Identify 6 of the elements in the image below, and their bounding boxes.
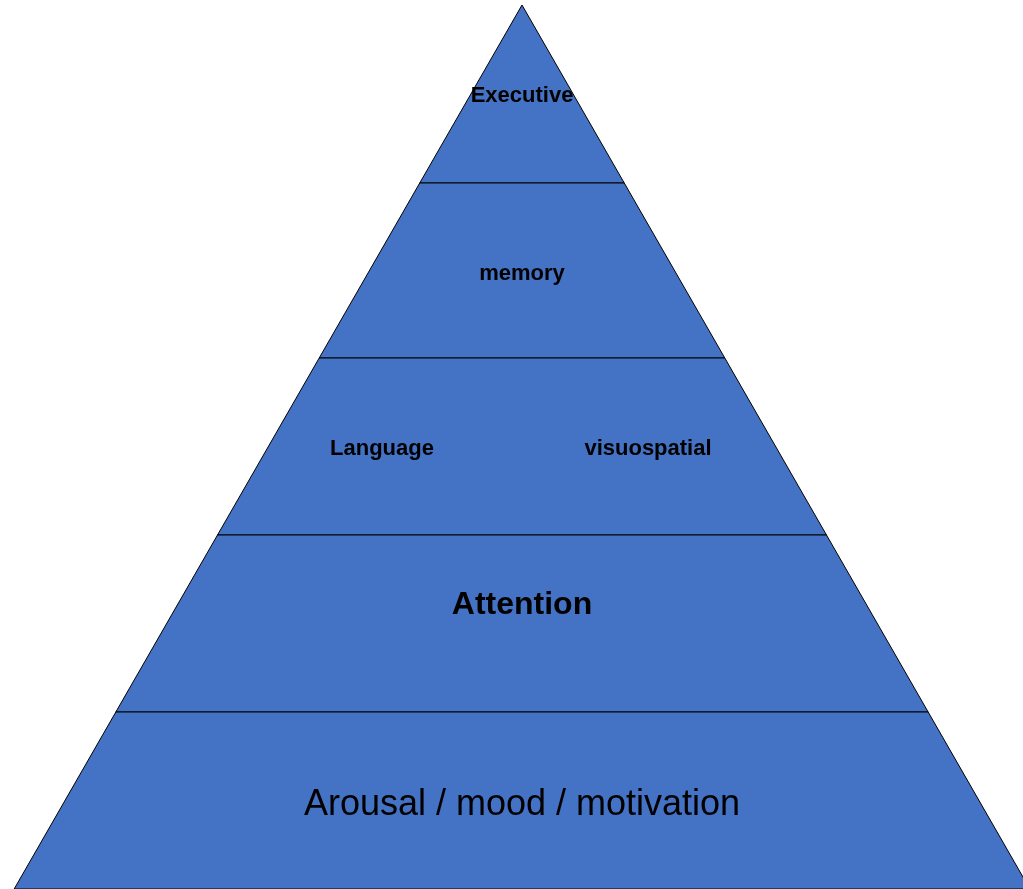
tier-label: memory	[479, 260, 565, 286]
tier-label: Attention	[451, 584, 593, 622]
tier-label: Arousal / mood / motivation	[303, 782, 741, 824]
tier-label: Language	[330, 435, 434, 461]
tier-label: visuospatial	[584, 435, 712, 461]
tier-label: Executive	[470, 82, 574, 108]
